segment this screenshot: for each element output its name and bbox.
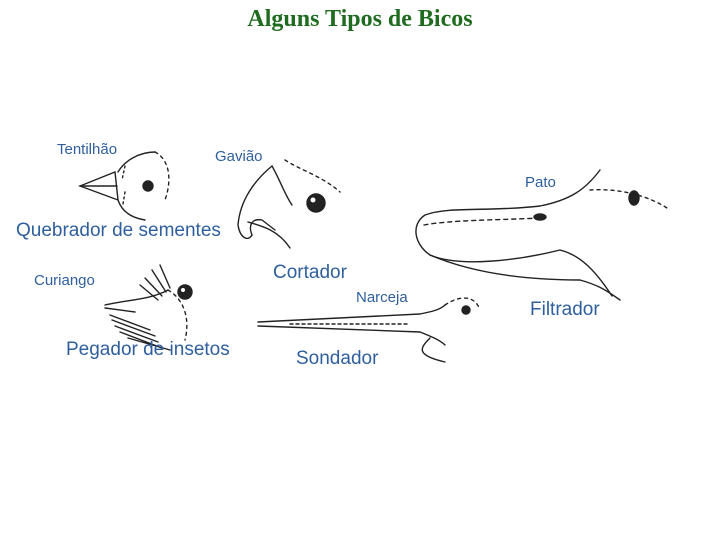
snipe-head-drawing: [257, 297, 481, 363]
beak-type-label-pegador: Pegador de insetos: [66, 339, 230, 360]
finch-head-drawing: [78, 151, 170, 221]
beak-type-label-sondador: Sondador: [296, 348, 379, 369]
bird-label-tentilhao: Tentilhão: [57, 141, 118, 158]
beak-drawings: [78, 151, 671, 363]
bird-label-curiango: Curiango: [34, 272, 95, 289]
beak-type-label-filtrador: Filtrador: [530, 299, 600, 320]
hawk-head-drawing: [237, 159, 341, 249]
bird-label-gaviao: Gavião: [215, 148, 263, 165]
bird-label-narceja: Narceja: [356, 289, 408, 306]
beak-types-diagram: Tentilhão Quebrador de sementes Gavião C…: [0, 100, 720, 440]
beak-type-label-quebrador: Quebrador de sementes: [16, 220, 221, 241]
page-title: Alguns Tipos de Bicos: [247, 6, 473, 32]
bird-label-pato: Pato: [525, 174, 556, 191]
beak-type-label-cortador: Cortador: [273, 262, 347, 283]
duck-head-drawing: [415, 169, 671, 301]
nightjar-head-drawing: [104, 264, 193, 351]
